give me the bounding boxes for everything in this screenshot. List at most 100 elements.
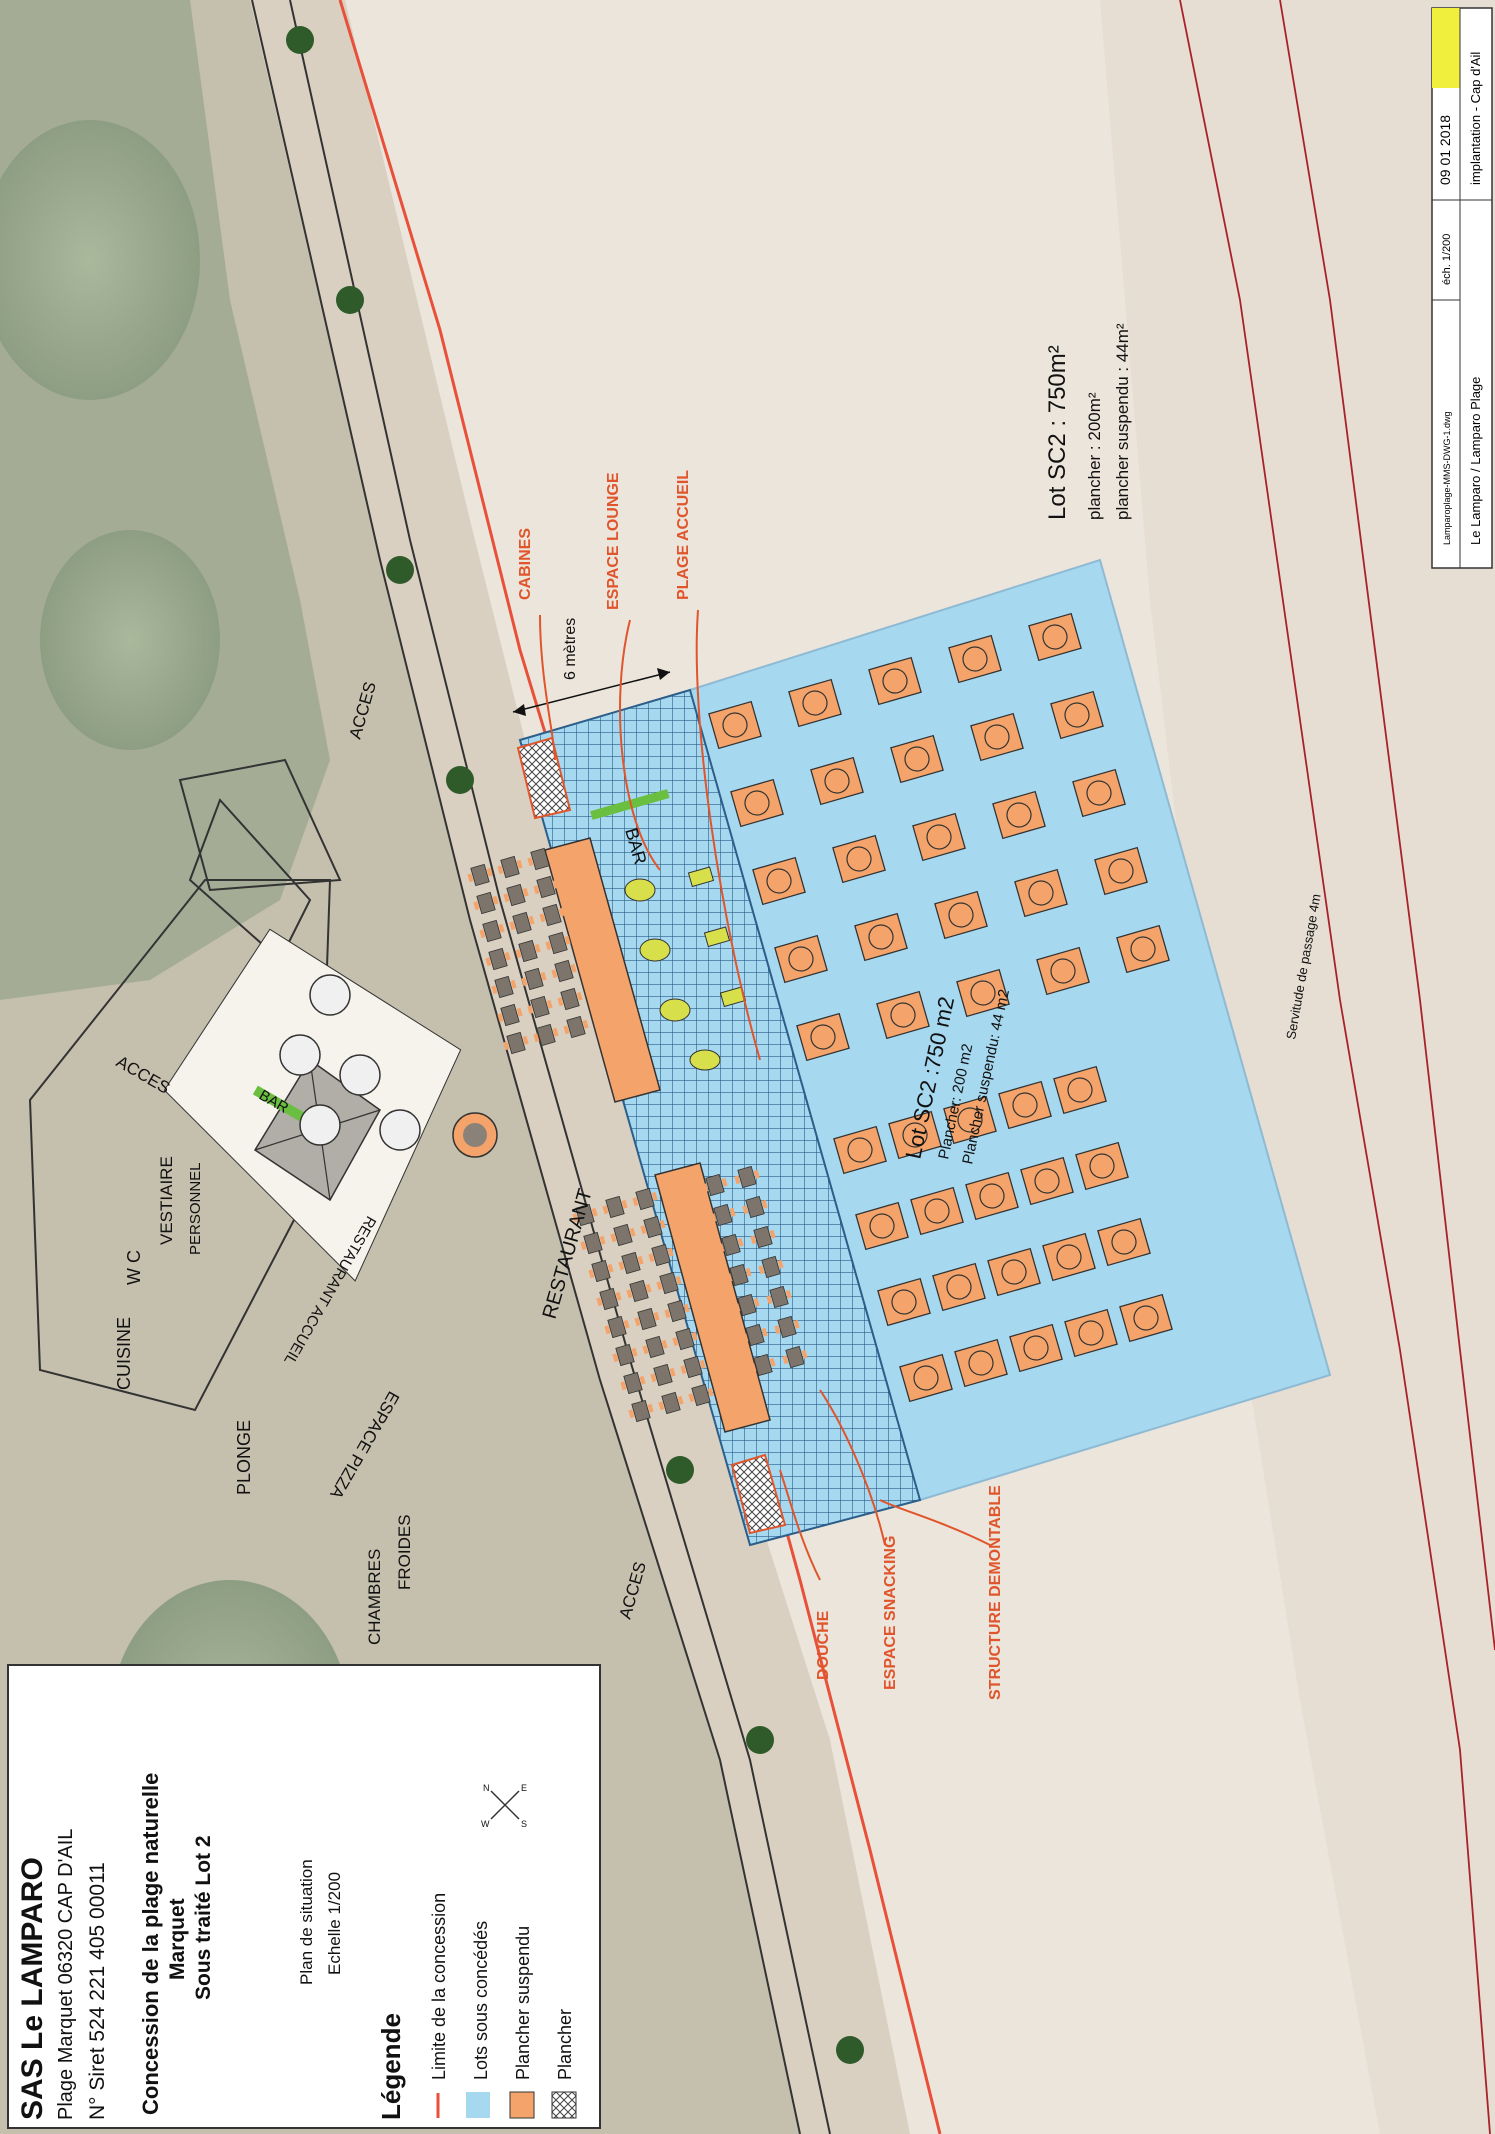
pizza-table — [463, 1123, 487, 1147]
sunbed — [1072, 768, 1126, 818]
restaurant-table — [653, 1363, 673, 1387]
restaurant-table — [554, 959, 574, 983]
restaurant-chair — [769, 1357, 776, 1367]
restaurant-chair — [672, 1337, 679, 1347]
sunbed — [1020, 1156, 1074, 1206]
lot-title: Lot SC2 : 750m² — [1044, 345, 1071, 520]
restaurant-table — [548, 931, 568, 955]
restaurant-table — [675, 1327, 695, 1351]
restaurant-chair — [479, 929, 486, 939]
plage-accueil-label: PLAGE ACCUEIL — [675, 470, 692, 600]
restaurant-chair — [497, 1013, 504, 1023]
restaurant-chair — [576, 991, 583, 1001]
restaurant-chair — [492, 895, 499, 905]
restaurant-chair — [534, 943, 541, 953]
restaurant-chair — [721, 1177, 728, 1187]
restaurant-chair — [570, 963, 577, 973]
plancher-suspendu-upper — [544, 837, 661, 1103]
restaurant-chair — [473, 901, 480, 911]
sunbed — [1075, 1141, 1129, 1191]
restaurant-chair — [656, 1281, 663, 1291]
sunbed — [1119, 1293, 1173, 1343]
restaurant-table — [629, 1279, 649, 1303]
sunbed — [1050, 690, 1104, 740]
restaurant-table — [683, 1355, 703, 1379]
restaurant-chair — [580, 1241, 587, 1251]
restaurant-chair — [653, 1311, 660, 1321]
restaurant-table — [667, 1299, 687, 1323]
restaurant-table — [745, 1195, 765, 1219]
restaurant-chair — [509, 921, 516, 931]
restaurant-table — [536, 1023, 556, 1047]
restaurant-table — [591, 1259, 611, 1283]
restaurant-table — [637, 1307, 657, 1331]
restaurant-chair — [659, 1219, 666, 1229]
restaurant-chair — [650, 1373, 657, 1383]
sunbed — [708, 700, 762, 750]
restaurant-chair — [521, 977, 528, 987]
sunbed — [954, 1338, 1008, 1388]
restaurant-chair — [604, 1325, 611, 1335]
arrow-head — [513, 704, 526, 716]
restaurant-chair — [782, 1355, 789, 1365]
douche-hatch — [730, 1453, 787, 1535]
restaurant-chair — [546, 851, 553, 861]
restaurant-chair — [766, 1295, 773, 1305]
tree-canopy — [40, 530, 220, 750]
sunbed — [970, 712, 1024, 762]
restaurant-chair — [522, 887, 529, 897]
sunbed — [965, 1171, 1019, 1221]
six-metres-label: 6 mètres — [562, 618, 579, 680]
servitude-line — [1279, 0, 1495, 1651]
cabines-hatch — [516, 736, 572, 820]
restaurant-chair — [753, 1169, 760, 1179]
restaurant-chair — [769, 1229, 776, 1239]
espace-snacking-label: ESPACE SNACKING — [882, 1536, 899, 1690]
vestiaire-label: VESTIAIRE — [157, 1156, 176, 1245]
restaurant-chair — [558, 907, 565, 917]
restaurant-chair — [610, 1233, 617, 1243]
sunbed — [752, 856, 806, 906]
restaurant-table — [753, 1353, 773, 1377]
restaurant-chair — [675, 1275, 682, 1285]
restaurant-chair — [602, 1205, 609, 1215]
restaurant-chair — [599, 1235, 606, 1245]
restaurant-table — [599, 1287, 619, 1311]
tree-canopy — [0, 120, 200, 400]
sunbed — [855, 1201, 909, 1251]
restaurant-chair — [710, 1213, 717, 1223]
restaurant-chair — [680, 1365, 687, 1375]
legend-swatch-orange — [509, 2091, 535, 2119]
restaurant-chair — [528, 915, 535, 925]
restaurant-chair — [777, 1259, 784, 1269]
restaurant-table — [607, 1315, 627, 1339]
company-siret: N° Siret 524 221 405 00011 — [86, 1862, 109, 2120]
restaurant-chair — [734, 1303, 741, 1313]
sea-tint — [1100, 0, 1495, 2134]
restaurant-chair — [658, 1401, 665, 1411]
froides-label: FROIDES — [395, 1514, 414, 1590]
sunbed — [1009, 1323, 1063, 1373]
restaurant-chair — [545, 941, 552, 951]
restaurant-table — [605, 1195, 625, 1219]
sunbed — [943, 1095, 997, 1145]
restaurant-chair — [533, 885, 540, 895]
sunbed — [1097, 1217, 1151, 1267]
restaurant-chair — [623, 1319, 630, 1329]
restaurant-chair — [486, 867, 493, 877]
restaurant-chair — [626, 1289, 633, 1299]
restaurant-table — [729, 1263, 749, 1287]
restaurant-chair — [503, 893, 510, 903]
restaurant-chair — [761, 1199, 768, 1209]
restaurant-chair — [491, 985, 498, 995]
restaurant-chair — [588, 1269, 595, 1279]
restaurant-chair — [510, 979, 517, 989]
restaurant-chair — [667, 1247, 674, 1257]
sunbed — [1116, 924, 1170, 974]
sunbed — [832, 834, 886, 884]
restaurant-chair — [702, 1183, 709, 1193]
cartouche: Lamparoplage-MMS-DWG-1.dwg éch. 1/200 09… — [1431, 7, 1493, 569]
concession-line2: Marquet — [166, 1898, 189, 1980]
restaurant-table — [518, 939, 538, 963]
